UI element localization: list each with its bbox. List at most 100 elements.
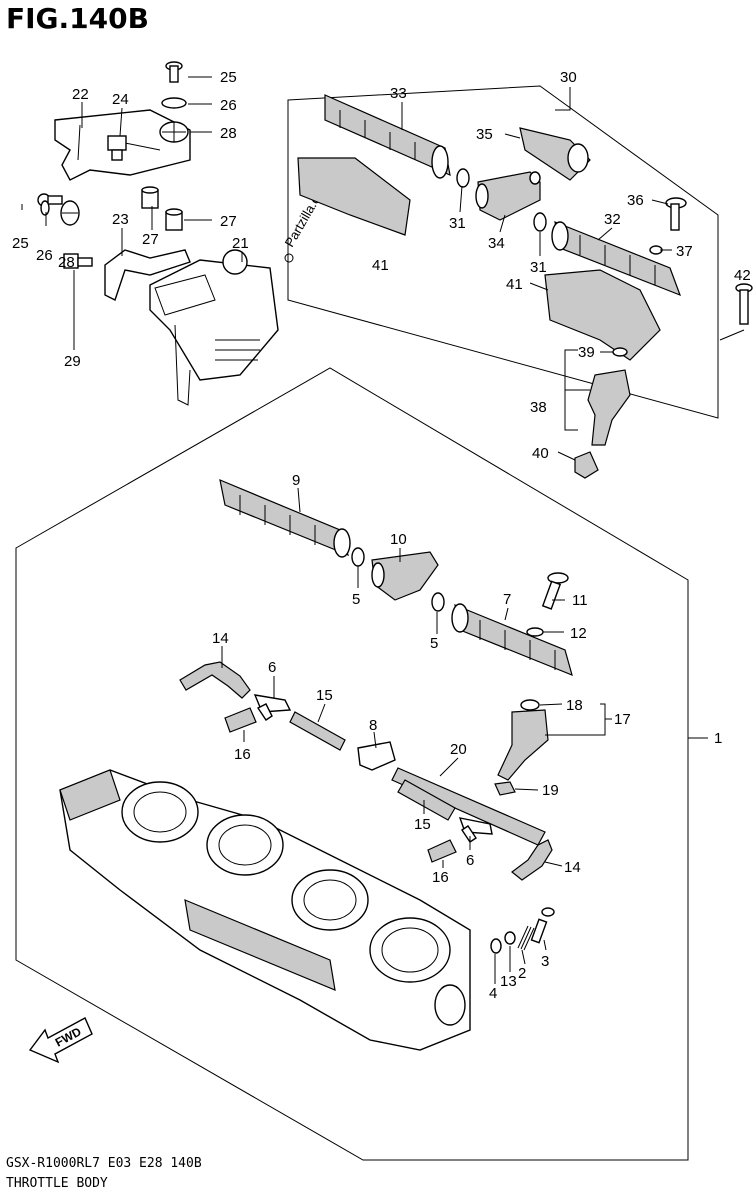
callout-12: 12 — [570, 625, 587, 642]
leader-lines — [21, 76, 745, 984]
callout-14-top: 14 — [212, 630, 229, 647]
callout-15-top: 15 — [316, 687, 333, 704]
bolt-42-drawing — [735, 283, 753, 325]
callout-numbers: 22 24 25 26 28 27 27 25 26 28 23 21 29 3… — [12, 69, 751, 1002]
callout-17: 17 — [614, 711, 631, 728]
o-ring-5-bottom-drawing — [431, 592, 445, 612]
callout-25-top: 25 — [220, 69, 237, 86]
grommet-28-top-drawing — [159, 121, 189, 143]
callout-36: 36 — [627, 192, 644, 209]
callout-6-top: 6 — [268, 659, 276, 676]
o-ring-31-bottom-drawing — [533, 212, 547, 232]
cover-41-top-drawing — [297, 157, 411, 236]
callout-23: 23 — [112, 211, 129, 228]
callout-11: 11 — [572, 592, 588, 609]
callout-3: 3 — [541, 953, 549, 970]
callout-39: 39 — [578, 344, 595, 361]
pipe-6-bottom-drawing — [458, 817, 493, 843]
callout-21: 21 — [232, 235, 249, 252]
screw-3-drawing — [530, 907, 555, 944]
callout-28-top: 28 — [220, 125, 237, 142]
joint-10-drawing — [371, 551, 439, 601]
callout-10: 10 — [390, 531, 407, 548]
callout-16-bottom: 16 — [432, 869, 449, 886]
callout-35: 35 — [476, 126, 493, 143]
callout-8: 8 — [369, 717, 377, 734]
callout-34: 34 — [488, 235, 505, 252]
fuel-rail-32-drawing — [551, 221, 682, 297]
o-ring-31-top-drawing — [456, 168, 470, 188]
spring-2-drawing — [517, 925, 535, 951]
callout-28-left: 28 — [58, 254, 75, 271]
cap-40-drawing — [574, 451, 599, 479]
o-ring-18-drawing — [520, 699, 540, 711]
callout-40: 40 — [532, 445, 549, 462]
hose-14-top-drawing — [179, 661, 251, 699]
callout-38: 38 — [530, 399, 547, 416]
o-ring-4-drawing — [490, 938, 502, 954]
callout-22: 22 — [72, 86, 89, 103]
bolt-29-drawing — [63, 253, 93, 269]
cover-41-bottom-drawing — [544, 269, 661, 361]
callout-24: 24 — [112, 91, 129, 108]
callout-31-top: 31 — [449, 215, 466, 232]
callout-18: 18 — [566, 697, 583, 714]
washer-26-left-drawing — [40, 200, 50, 216]
fuel-rail-33-drawing — [324, 94, 451, 179]
joint-34-drawing — [475, 171, 541, 221]
injector-17-drawing — [497, 709, 549, 781]
bolt-11-drawing — [541, 572, 569, 610]
callout-13: 13 — [500, 973, 517, 990]
callout-25-left: 25 — [12, 235, 29, 252]
cap-19-drawing — [494, 781, 516, 796]
callout-1: 1 — [714, 730, 722, 747]
fuel-rail-9-drawing — [219, 479, 351, 558]
callout-31-bottom: 31 — [530, 259, 547, 276]
injector-38-drawing — [587, 369, 631, 446]
bolt-36-drawing — [665, 197, 687, 231]
callout-15-bottom: 15 — [414, 816, 431, 833]
o-ring-39-drawing — [612, 347, 628, 357]
sensor-21-drawing — [149, 249, 279, 406]
callout-26-top: 26 — [220, 97, 237, 114]
fuel-rail-7-drawing — [451, 603, 573, 677]
callout-20: 20 — [450, 741, 467, 758]
collar-27-left-drawing — [141, 186, 159, 209]
callout-7: 7 — [503, 591, 511, 608]
bolt-24-drawing — [107, 135, 127, 161]
callout-32: 32 — [604, 211, 621, 228]
callout-33: 33 — [390, 85, 407, 102]
fwd-arrow-icon: FWD — [28, 1017, 93, 1064]
callout-14-bottom: 14 — [564, 859, 581, 876]
collar-27-right-drawing — [165, 208, 183, 231]
callout-26-left: 26 — [36, 247, 53, 264]
grommet-28-left-drawing — [60, 200, 80, 226]
bracket-23-drawing — [104, 249, 191, 301]
o-ring-5-top-drawing — [351, 547, 365, 567]
callout-37: 37 — [676, 243, 693, 260]
callout-16-top: 16 — [234, 746, 251, 763]
pipe-6-top-drawing — [253, 694, 292, 721]
hose-16-bottom-drawing — [427, 839, 457, 863]
watermark-copyright-icon — [284, 253, 294, 263]
hose-15-bottom-drawing — [397, 779, 456, 821]
callout-29: 29 — [64, 353, 81, 370]
hose-15-top-drawing — [289, 711, 346, 751]
washer-13-drawing — [504, 931, 516, 945]
assembly-frame-1 — [15, 367, 689, 1161]
callout-9: 9 — [292, 472, 300, 489]
assembly-frame-30 — [287, 85, 719, 419]
screw-25-top-drawing — [165, 61, 183, 83]
callout-5-top: 5 — [352, 591, 360, 608]
footer-section-name: THROTTLE BODY — [6, 1176, 108, 1191]
washer-12-drawing — [526, 627, 544, 637]
callout-41-top: 41 — [372, 257, 389, 274]
washer-26-top-drawing — [161, 97, 187, 109]
footer-model-code: GSX-R1000RL7 E03 E28 140B — [6, 1156, 202, 1171]
callout-5-bottom: 5 — [430, 635, 438, 652]
callout-2: 2 — [518, 965, 526, 982]
hose-14-bottom-drawing — [511, 839, 553, 881]
joint-8-drawing — [357, 741, 396, 771]
callout-30: 30 — [560, 69, 577, 86]
